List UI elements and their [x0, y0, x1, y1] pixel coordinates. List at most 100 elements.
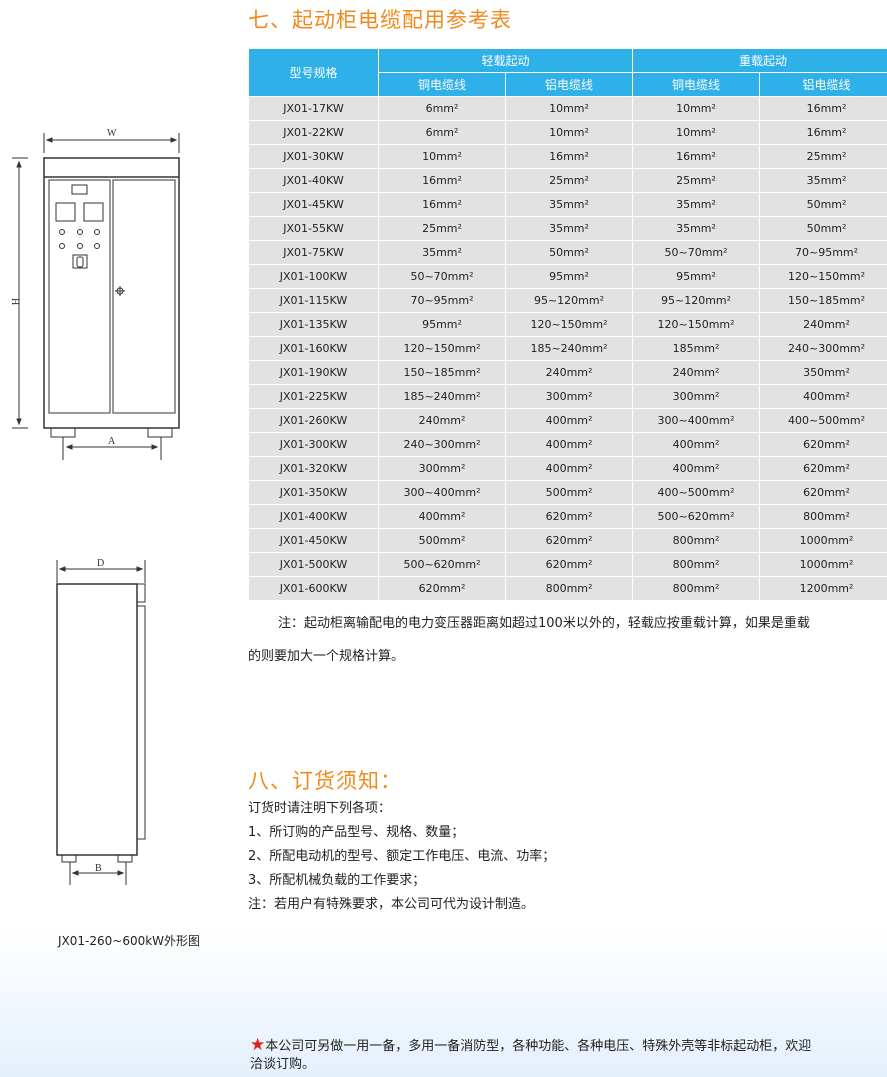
cable-size-cell: 300mm²: [378, 456, 506, 481]
cable-size-cell: 400mm²: [378, 504, 506, 529]
cable-size-cell: 400mm²: [632, 456, 761, 481]
cable-size-cell: 620mm²: [759, 456, 887, 481]
order-item: 订货时请注明下列各项：: [248, 801, 392, 816]
cable-size-cell: 500~620mm²: [378, 552, 506, 577]
cable-size-cell: 16mm²: [504, 144, 634, 169]
model-cell: JX01-450KW: [248, 528, 379, 553]
model-cell: JX01-320KW: [248, 456, 379, 481]
cable-size-cell: 35mm²: [504, 216, 634, 241]
model-cell: JX01-30KW: [248, 144, 379, 169]
cable-size-cell: 35mm²: [632, 216, 761, 241]
cable-size-cell: 620mm²: [759, 432, 887, 457]
cable-size-cell: 400mm²: [504, 456, 634, 481]
order-item: 1、所订购的产品型号、规格、数量；: [248, 825, 465, 840]
front-view: [12, 133, 180, 460]
header-light-copper: 铜电缆线: [378, 72, 506, 97]
cable-size-cell: 300~400mm²: [378, 480, 506, 505]
side-view: [56, 560, 146, 885]
cable-size-cell: 400mm²: [632, 432, 761, 457]
cable-size-cell: 50mm²: [759, 216, 887, 241]
cable-size-cell: 6mm²: [378, 120, 506, 145]
cable-size-cell: 800mm²: [632, 552, 761, 577]
header-model: 型号规格: [248, 48, 379, 97]
model-cell: JX01-45KW: [248, 192, 379, 217]
cable-size-cell: 35mm²: [504, 192, 634, 217]
model-cell: JX01-260KW: [248, 408, 379, 433]
order-list: 订货时请注明下列各项： 1、所订购的产品型号、规格、数量； 2、所配电动机的型号…: [248, 797, 555, 917]
cable-size-cell: 25mm²: [632, 168, 761, 193]
model-cell: JX01-75KW: [248, 240, 379, 265]
cable-size-cell: 50mm²: [504, 240, 634, 265]
model-cell: JX01-17KW: [248, 96, 379, 121]
cable-size-cell: 35mm²: [378, 240, 506, 265]
cable-size-cell: 240~300mm²: [759, 336, 887, 361]
header-heavy-aluminum: 铝电缆线: [759, 72, 887, 97]
cable-size-cell: 70~95mm²: [759, 240, 887, 265]
header-light: 轻载起动: [377, 48, 634, 73]
cable-size-cell: 400mm²: [504, 432, 634, 457]
model-cell: JX01-350KW: [248, 480, 379, 505]
header-light-aluminum: 铝电缆线: [504, 72, 634, 97]
cable-size-cell: 1200mm²: [759, 576, 887, 601]
model-cell: JX01-500KW: [248, 552, 379, 577]
cable-size-cell: 16mm²: [378, 192, 506, 217]
cable-size-cell: 500mm²: [378, 528, 506, 553]
cable-size-cell: 50~70mm²: [632, 240, 761, 265]
cable-size-cell: 10mm²: [632, 96, 761, 121]
model-cell: JX01-190KW: [248, 360, 379, 385]
cable-size-cell: 25mm²: [504, 168, 634, 193]
drawing-caption: JX01-260~600kW外形图: [58, 934, 201, 948]
cable-size-cell: 400~500mm²: [759, 408, 887, 433]
cable-size-cell: 25mm²: [378, 216, 506, 241]
section8-title: 八、订货须知：: [248, 769, 402, 793]
star-icon: ★: [250, 1036, 266, 1055]
cable-size-cell: 185mm²: [632, 336, 761, 361]
cable-size-cell: 1000mm²: [759, 528, 887, 553]
cable-size-cell: 120~150mm²: [504, 312, 634, 337]
model-cell: JX01-40KW: [248, 168, 379, 193]
cable-size-cell: 120~150mm²: [759, 264, 887, 289]
model-cell: JX01-22KW: [248, 120, 379, 145]
cable-table: 型号规格 轻载起动 重载起动 铜电缆线 铝电缆线 铜电缆线 铝电缆线 JX01-…: [248, 48, 887, 601]
cable-size-cell: 185~240mm²: [504, 336, 634, 361]
dim-a-label: A: [108, 436, 116, 447]
cable-size-cell: 1000mm²: [759, 552, 887, 577]
cable-size-cell: 800mm²: [632, 528, 761, 553]
cable-size-cell: 300~400mm²: [632, 408, 761, 433]
cable-size-cell: 240mm²: [378, 408, 506, 433]
cable-size-cell: 16mm²: [632, 144, 761, 169]
cable-size-cell: 10mm²: [378, 144, 506, 169]
dim-h-label: H: [9, 298, 20, 305]
cable-size-cell: 150~185mm²: [378, 360, 506, 385]
cable-size-cell: 70~95mm²: [378, 288, 506, 313]
cable-size-cell: 500~620mm²: [632, 504, 761, 529]
cable-size-cell: 240mm²: [504, 360, 634, 385]
cable-size-cell: 150~185mm²: [759, 288, 887, 313]
cable-size-cell: 300mm²: [504, 384, 634, 409]
note-line2: 的则要加大一个规格计算。: [248, 649, 405, 664]
cable-size-cell: 240mm²: [759, 312, 887, 337]
model-cell: JX01-55KW: [248, 216, 379, 241]
footer-note: ★本公司可另做一用一备，多用一备消防型，各种功能、各种电压、特殊外壳等非标起动柜…: [250, 1036, 887, 1074]
header-heavy-copper: 铜电缆线: [632, 72, 761, 97]
cable-size-cell: 95~120mm²: [504, 288, 634, 313]
cable-size-cell: 120~150mm²: [378, 336, 506, 361]
model-cell: JX01-115KW: [248, 288, 379, 313]
cable-size-cell: 10mm²: [504, 96, 634, 121]
header-heavy: 重载起动: [632, 48, 887, 73]
cable-size-cell: 6mm²: [378, 96, 506, 121]
footer-line2: 洽谈订购。: [250, 1057, 316, 1072]
cable-size-cell: 16mm²: [759, 96, 887, 121]
cable-size-cell: 95mm²: [632, 264, 761, 289]
